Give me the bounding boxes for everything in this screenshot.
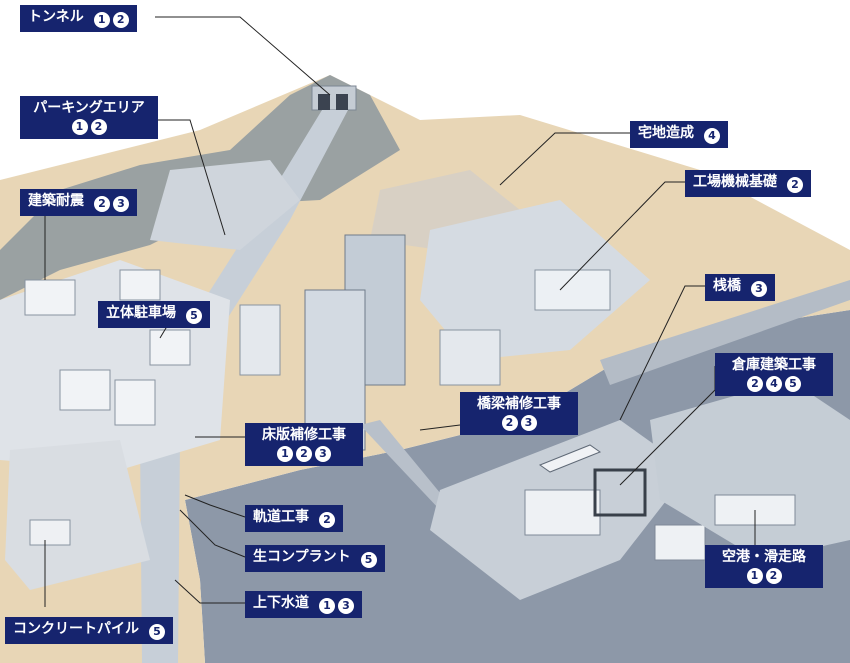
frame-structure xyxy=(593,468,647,517)
badge-3: 3 xyxy=(113,196,129,212)
label-slab-text: 床版補修工事 xyxy=(262,427,346,443)
badge-1: 1 xyxy=(93,12,110,28)
badge-1: 1 xyxy=(319,598,335,614)
industrial-yard xyxy=(5,440,150,590)
ship xyxy=(538,444,602,473)
factory-building xyxy=(534,269,611,311)
badge-2: 2 xyxy=(765,568,782,584)
badge-1: 1 xyxy=(277,446,293,462)
label-garage-text: 立体駐車場 xyxy=(106,305,176,321)
label-concrete: 生コンプラント 5 xyxy=(245,545,385,572)
label-track-text: 軌道工事 xyxy=(253,509,309,525)
label-concrete-text: 生コンプラント xyxy=(253,549,351,565)
label-parking-text: パーキングエリア xyxy=(33,100,145,116)
warehouse-building xyxy=(524,489,601,536)
label-pile: コンクリートパイル 5 xyxy=(5,617,173,644)
badge-2: 2 xyxy=(501,415,518,431)
label-land: 宅地造成 4 xyxy=(630,121,728,148)
label-machine: 工場機械基礎 2 xyxy=(685,170,811,197)
badge-5: 5 xyxy=(186,308,202,324)
badge-2: 2 xyxy=(319,512,335,528)
badge-2: 2 xyxy=(747,376,763,392)
parking-area xyxy=(150,160,300,250)
badge-2: 2 xyxy=(787,177,803,193)
label-pier: 桟橋 3 xyxy=(705,274,775,301)
pier xyxy=(600,280,850,385)
badge-5: 5 xyxy=(785,376,801,392)
badge-2: 2 xyxy=(90,119,107,135)
label-seismic-text: 建築耐震 xyxy=(28,193,84,209)
badge-2: 2 xyxy=(94,196,110,212)
label-land-text: 宅地造成 xyxy=(638,125,694,141)
badge-4: 4 xyxy=(704,128,720,144)
label-tunnel-text: トンネル xyxy=(28,9,84,25)
badge-3: 3 xyxy=(751,281,767,297)
airport xyxy=(650,380,850,560)
label-bridge-text: 橋梁補修工事 xyxy=(477,396,561,412)
badge-3: 3 xyxy=(338,598,354,614)
label-water-text: 上下水道 xyxy=(253,595,309,611)
bridge xyxy=(360,420,450,510)
badge-2: 2 xyxy=(296,446,312,462)
badge-1: 1 xyxy=(71,119,88,135)
badge-5: 5 xyxy=(360,552,377,568)
badge-2: 2 xyxy=(112,12,129,28)
label-track: 軌道工事 2 xyxy=(245,505,343,532)
housing-area xyxy=(370,170,520,250)
badge-1: 1 xyxy=(746,568,763,584)
label-machine-text: 工場機械基礎 xyxy=(693,174,777,190)
label-airport-text: 空港・滑走路 xyxy=(722,549,806,565)
label-pile-text: コンクリートパイル xyxy=(13,621,139,637)
label-pier-text: 桟橋 xyxy=(713,278,741,294)
label-warehouse-text: 倉庫建築工事 xyxy=(732,357,816,373)
label-garage: 立体駐車場 5 xyxy=(98,301,210,328)
badge-4: 4 xyxy=(766,376,782,392)
badge-3: 3 xyxy=(520,415,537,431)
badge-5: 5 xyxy=(149,624,165,640)
badge-3: 3 xyxy=(315,446,331,462)
